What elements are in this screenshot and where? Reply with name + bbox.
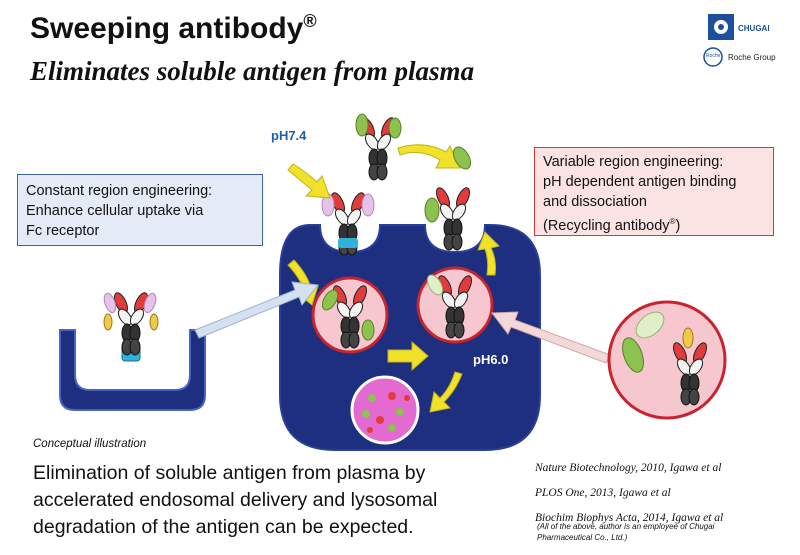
free-antibody bbox=[355, 113, 472, 181]
variable-region-box: Variable region engineering: pH dependen… bbox=[534, 147, 774, 236]
constant-region-box: Constant region engineering: Enhance cel… bbox=[17, 174, 263, 246]
constant-box-line: Fc receptor bbox=[26, 223, 100, 239]
reference-item: Biochim Biophys Acta, 2014, Igawa et al bbox=[535, 512, 724, 524]
lysosome bbox=[350, 375, 420, 445]
magnified-endosome bbox=[607, 300, 727, 420]
arrow-icon bbox=[287, 163, 331, 199]
left-membrane bbox=[59, 290, 206, 411]
arrow-icon bbox=[477, 231, 500, 276]
variable-box-line: Variable region engineering: bbox=[543, 154, 724, 170]
endosome-acidic bbox=[416, 266, 494, 344]
chugai-logo-icon bbox=[703, 14, 734, 67]
antibody-icon bbox=[433, 185, 473, 251]
variable-box-line: (Recycling antibody®) bbox=[543, 217, 681, 234]
page-title: Sweeping antibody® bbox=[30, 11, 317, 45]
endosome-early bbox=[311, 276, 389, 354]
variable-box-line: pH dependent antigen binding bbox=[543, 174, 737, 190]
arrow-icon bbox=[397, 144, 461, 169]
conclusion-line: accelerated endosomal delivery and lysos… bbox=[33, 489, 438, 511]
variable-box-line: and dissociation bbox=[543, 194, 647, 210]
constant-box-line: Enhance cellular uptake via bbox=[26, 203, 204, 219]
ph-plasma-label: pH7.4 bbox=[271, 128, 307, 143]
arrow-icon bbox=[491, 311, 611, 364]
arrow-icon bbox=[387, 340, 429, 372]
roche-mark: Roche bbox=[706, 53, 721, 59]
arrow-icon bbox=[194, 281, 319, 339]
conceptual-label: Conceptual illustration bbox=[33, 438, 147, 450]
roche-group-label: Roche Group bbox=[728, 53, 776, 62]
author-note: (All of the above, author is an employee… bbox=[537, 522, 715, 542]
chugai-brand: CHUGAI bbox=[738, 24, 770, 33]
antibody-icon bbox=[111, 290, 151, 356]
page-subtitle: Eliminates soluble antigen from plasma bbox=[30, 56, 475, 86]
constant-box-line: Constant region engineering: bbox=[26, 183, 213, 199]
reference-item: PLOS One, 2013, Igawa et al bbox=[535, 487, 671, 499]
conclusion-text: Elimination of soluble antigen from plas… bbox=[33, 460, 503, 541]
arrow-icon bbox=[429, 371, 463, 413]
conclusion-line: Elimination of soluble antigen from plas… bbox=[33, 462, 426, 484]
pointer-arrows bbox=[194, 281, 611, 364]
references: Nature Biotechnology, 2010, Igawa et al … bbox=[535, 456, 723, 531]
reference-item: Nature Biotechnology, 2010, Igawa et al bbox=[535, 462, 722, 474]
cycle-arrows bbox=[287, 144, 500, 413]
ph-endosome-label: pH6.0 bbox=[473, 352, 509, 367]
chugai-logo: CHUGAI Roche Roche Group bbox=[698, 10, 790, 80]
conclusion-line: degradation of the antigen can be expect… bbox=[33, 516, 414, 538]
